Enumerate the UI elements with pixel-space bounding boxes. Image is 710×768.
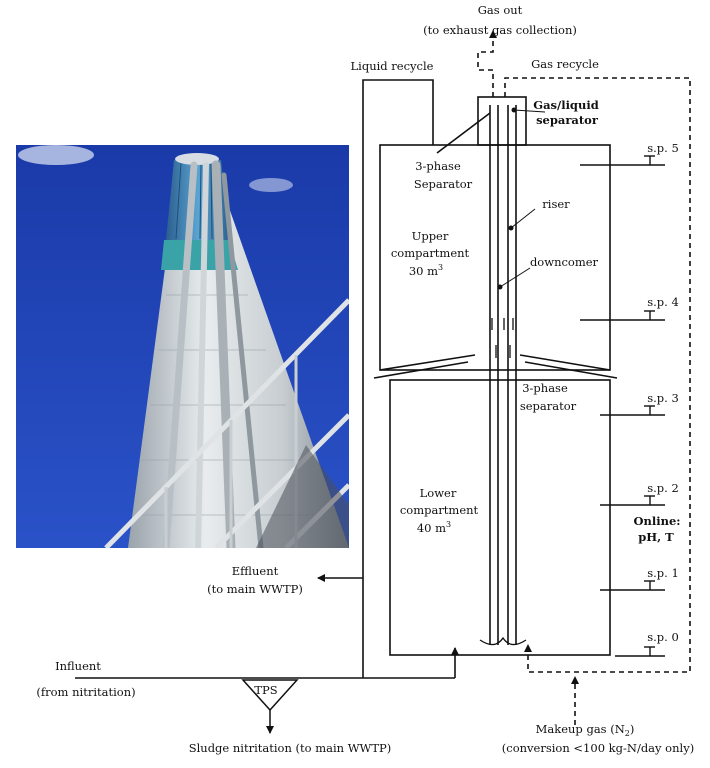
online-label-2: pH, T: [638, 530, 674, 544]
online-label-1: Online:: [633, 514, 680, 528]
gas-out-label: Gas out: [478, 3, 523, 17]
downcomer-label: downcomer: [530, 255, 599, 269]
gas-out-sublabel: (to exhaust gas collection): [423, 23, 577, 37]
upper-compartment-label-1: Upper: [412, 229, 449, 243]
upper-3-phase-label-2: Separator: [414, 177, 473, 191]
lower-compartment-label-2: compartment: [400, 503, 479, 517]
gas-liquid-separator-label-1: Gas/liquid: [533, 98, 599, 112]
sampling-point-1: s.p. 1: [647, 566, 679, 580]
reactor-photo: [16, 145, 349, 548]
gas-liquid-separator-box: [477, 96, 527, 146]
tps-symbol: [241, 679, 299, 712]
lower-compartment-label-1: Lower: [420, 486, 457, 500]
sampling-point-5: s.p. 5: [647, 141, 679, 155]
liquid-recycle-label: Liquid recycle: [351, 59, 434, 73]
upper-compartment-label-2: compartment: [391, 246, 470, 260]
riser-label: riser: [542, 197, 570, 211]
upper-compartment-volume: 30 m3: [409, 263, 443, 278]
lower-compartment-volume: 40 m3: [417, 520, 451, 535]
tps-label: TPS: [254, 683, 277, 697]
effluent-sublabel: (to main WWTP): [207, 582, 303, 596]
sludge-label: Sludge nitritation (to main WWTP): [189, 741, 392, 755]
makeup-gas-label: Makeup gas (N2): [536, 722, 635, 738]
lower-3-phase-label-1: 3-phase: [522, 381, 568, 395]
sampling-point-4: s.p. 4: [647, 295, 679, 309]
influent-label: Influent: [55, 659, 101, 673]
sampling-point-2: s.p. 2: [647, 481, 679, 495]
sampling-point-3: s.p. 3: [647, 391, 679, 405]
makeup-gas-note: (conversion <100 kg-N/day only): [502, 741, 694, 755]
lower-3-phase-label-2: separator: [520, 399, 577, 413]
gas-recycle-label: Gas recycle: [531, 57, 599, 71]
effluent-label: Effluent: [232, 564, 279, 578]
influent-sublabel: (from nitritation): [36, 685, 135, 699]
sampling-point-0: s.p. 0: [647, 630, 679, 644]
gas-liquid-separator-label-2: separator: [536, 113, 599, 127]
lower-compartment-box: [389, 379, 611, 656]
upper-3-phase-label-1: 3-phase: [415, 159, 461, 173]
